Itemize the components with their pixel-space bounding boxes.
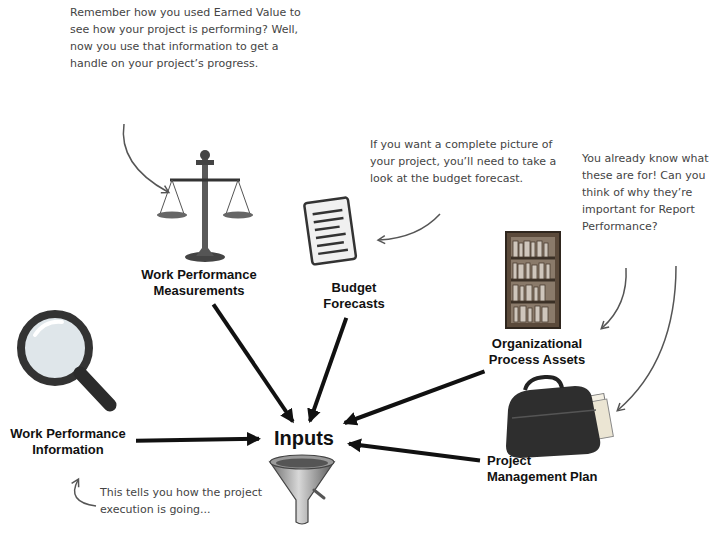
- node-label: Budget Forecasts: [301, 280, 407, 312]
- input-arrow: [349, 444, 480, 461]
- input-arrow: [136, 439, 259, 441]
- node-label: Organizational Process Assets: [481, 336, 593, 368]
- input-item: Organizational Process Assets: [478, 334, 596, 370]
- leader-line: [618, 266, 676, 410]
- leader-line: [379, 214, 440, 240]
- input-item: Work Performance Information: [4, 424, 132, 460]
- process-title: Inputs: [262, 424, 346, 452]
- node-label: Work Performance Measurements: [135, 267, 263, 299]
- handwritten-note: You already know what these are for! Can…: [582, 150, 720, 235]
- handwritten-note: Remember how you used Earned Value to se…: [70, 4, 312, 72]
- input-item: Budget Forecasts: [298, 278, 410, 314]
- node-label: Work Performance Information: [7, 426, 129, 458]
- input-item: Project Management Plan: [484, 451, 606, 487]
- document-icon: [304, 197, 356, 265]
- input-arrow: [310, 318, 346, 421]
- input-item: Work Performance Measurements: [132, 265, 266, 301]
- leader-line: [75, 480, 96, 506]
- handwritten-note: This tells you how the project execution…: [100, 484, 318, 518]
- node-label: Project Management Plan: [487, 453, 603, 485]
- input-arrow: [213, 304, 292, 421]
- node-label: Inputs: [265, 426, 343, 450]
- handwritten-note: If you want a complete picture of your p…: [370, 136, 562, 187]
- briefcase-icon: [506, 377, 613, 458]
- bookshelf-icon: [506, 232, 560, 328]
- leader-line: [602, 268, 626, 328]
- scales-icon: [157, 150, 253, 262]
- leader-line: [123, 124, 168, 192]
- funnel-icon: [270, 455, 334, 524]
- input-arrow: [345, 371, 485, 423]
- magnifier-icon: [21, 314, 110, 405]
